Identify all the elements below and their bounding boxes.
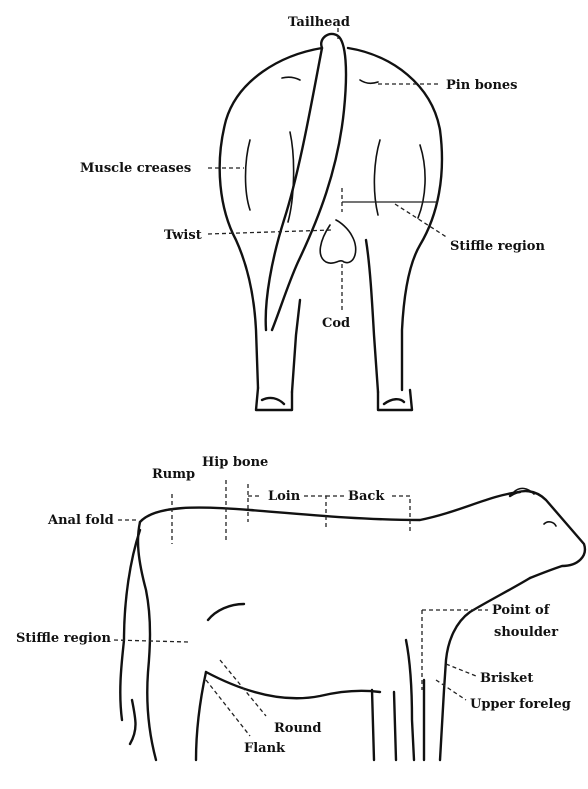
side-front-legs bbox=[372, 640, 424, 760]
label-rump: Rump bbox=[152, 467, 195, 482]
pin-bone-marks bbox=[282, 77, 378, 83]
label-loin: Loin bbox=[268, 489, 301, 504]
tail-outline bbox=[266, 34, 346, 330]
side-tail bbox=[120, 530, 140, 744]
rear-hooves bbox=[256, 388, 412, 410]
label-stiffle-region-side: Stiffle region bbox=[16, 631, 111, 646]
label-stiffle-region-rear: Stiffle region bbox=[450, 239, 545, 254]
label-anal-fold: Anal fold bbox=[47, 513, 114, 528]
label-brisket: Brisket bbox=[480, 671, 533, 686]
side-view: Rump Hip bone Loin Back Anal fold Stiffl… bbox=[16, 455, 585, 760]
upper-foreleg-leader bbox=[436, 680, 466, 700]
label-point-of-shoulder-line1: Point of bbox=[492, 603, 551, 618]
side-head bbox=[510, 491, 585, 578]
muscle-crease-marks bbox=[246, 132, 426, 222]
label-pin-bones: Pin bones bbox=[446, 78, 518, 93]
label-twist: Twist bbox=[164, 228, 202, 243]
side-belly bbox=[206, 672, 380, 698]
label-hip-bone: Hip bone bbox=[202, 455, 268, 470]
label-point-of-shoulder-line2: shoulder bbox=[494, 625, 558, 640]
label-back: Back bbox=[348, 489, 385, 504]
rear-view: Tailhead Pin bones Muscle creases Twist … bbox=[80, 15, 545, 410]
label-flank: Flank bbox=[244, 741, 286, 756]
side-eye bbox=[544, 522, 556, 526]
label-tailhead: Tailhead bbox=[288, 15, 350, 30]
label-upper-foreleg: Upper foreleg bbox=[470, 697, 571, 712]
round-leader bbox=[220, 660, 266, 716]
side-hindquarter bbox=[138, 522, 244, 760]
twist-leader bbox=[208, 230, 332, 234]
label-muscle-creases: Muscle creases bbox=[80, 161, 191, 176]
rear-body-outline bbox=[220, 48, 442, 390]
label-round: Round bbox=[274, 721, 321, 736]
cod-outline bbox=[320, 220, 355, 263]
label-cod: Cod bbox=[322, 316, 350, 331]
brisket-leader bbox=[446, 664, 476, 676]
